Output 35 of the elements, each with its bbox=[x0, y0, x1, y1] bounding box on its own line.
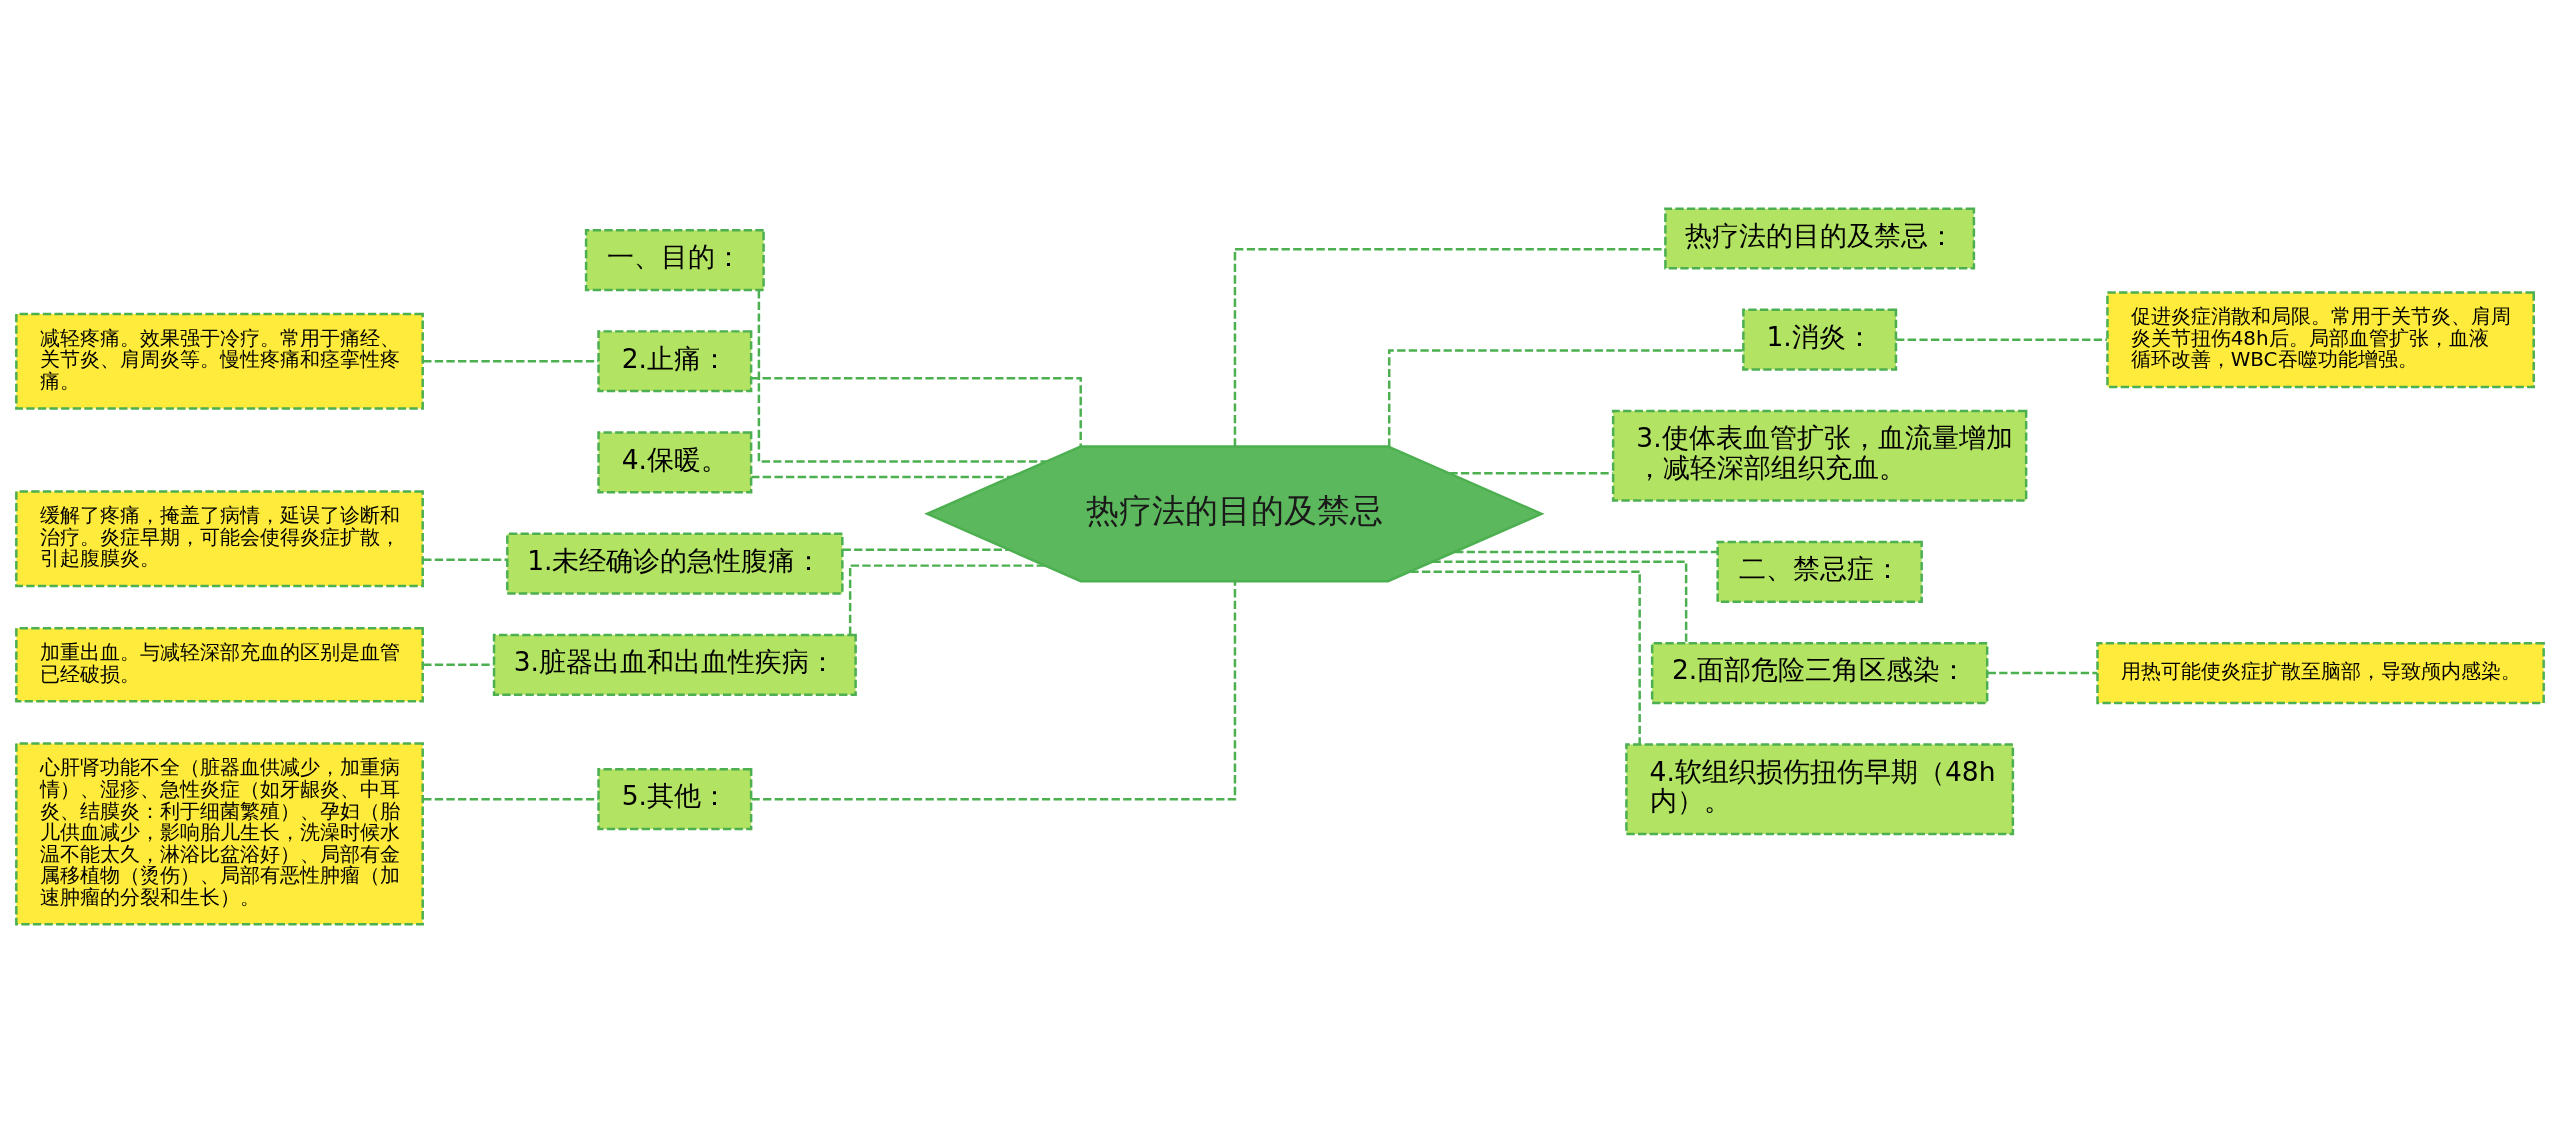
connector bbox=[842, 548, 1009, 551]
connector bbox=[1449, 472, 1613, 475]
connector bbox=[1387, 349, 1744, 447]
connector bbox=[423, 558, 507, 562]
node-box: 促进炎症消散和局限。常用于关节炎、肩周炎关节扭伤48h后。局部血管扩张，血液循环改善，WBC吞噬功能增强。 bbox=[2106, 291, 2535, 389]
node-box: 4.软组织损伤扭伤早期（48h内）。 bbox=[1625, 743, 2015, 836]
connector bbox=[757, 290, 1046, 463]
connector bbox=[751, 581, 1237, 801]
connector bbox=[423, 663, 494, 667]
node-box: 2.止痛： bbox=[597, 330, 753, 393]
node-box: 心肝肾功能不全（脏器血供减少，加重病情）、湿疹、急性炎症（如牙龈炎、中耳炎、结膜炎：利于细菌繁殖）、孕妇（胎儿供血减少，影响胎儿生长，洗澡时候水温不能太久，淋浴比盆浴好）、局部有金属移植物（烫伤）、局部有恶性肿瘤（加速肿瘤的分裂和生长）。 bbox=[15, 742, 424, 926]
connector bbox=[1455, 550, 1718, 554]
connector bbox=[848, 564, 1046, 635]
connector bbox=[1410, 570, 1641, 745]
node-box: 热疗法的目的及禁忌： bbox=[1664, 207, 1976, 270]
node-box: 二、禁忌症： bbox=[1716, 540, 1923, 603]
connector bbox=[423, 797, 599, 801]
connector bbox=[751, 475, 1011, 479]
node-box: 4.保暖。 bbox=[597, 431, 753, 494]
node-box: 3.脏器出血和出血性疾病： bbox=[492, 633, 857, 696]
node-box: 缓解了疼痛，掩盖了病情，延误了诊断和治疗。炎症早期，可能会使得炎症扩散，引起腹膜炎。 bbox=[15, 490, 424, 588]
node-box: 1.未经确诊的急性腹痛： bbox=[506, 532, 844, 595]
node-box: 3.使体表血管扩张，血流量增加，减轻深部组织充血。 bbox=[1611, 409, 2028, 502]
node-box: 2.面部危险三角区感染： bbox=[1650, 641, 1989, 705]
node-box: 减轻疼痛。效果强于冷疗。常用于痛经、关节炎、肩周炎等。慢性疼痛和痉挛性疼痛。 bbox=[15, 312, 424, 410]
connector bbox=[1987, 671, 2098, 675]
node-box: 5.其他： bbox=[597, 768, 753, 831]
node-box: 加重出血。与减轻深部充血的区别是血管已经破损。 bbox=[15, 627, 424, 703]
connector bbox=[751, 377, 1082, 447]
node-box: 1.消炎： bbox=[1742, 308, 1898, 371]
node-box: 一、目的： bbox=[584, 228, 765, 292]
connector bbox=[1432, 560, 1688, 643]
node-box: 用热可能使炎症扩散至脑部，导致颅内感染。 bbox=[2096, 641, 2545, 705]
connector bbox=[423, 360, 599, 363]
connector bbox=[1896, 338, 2107, 341]
